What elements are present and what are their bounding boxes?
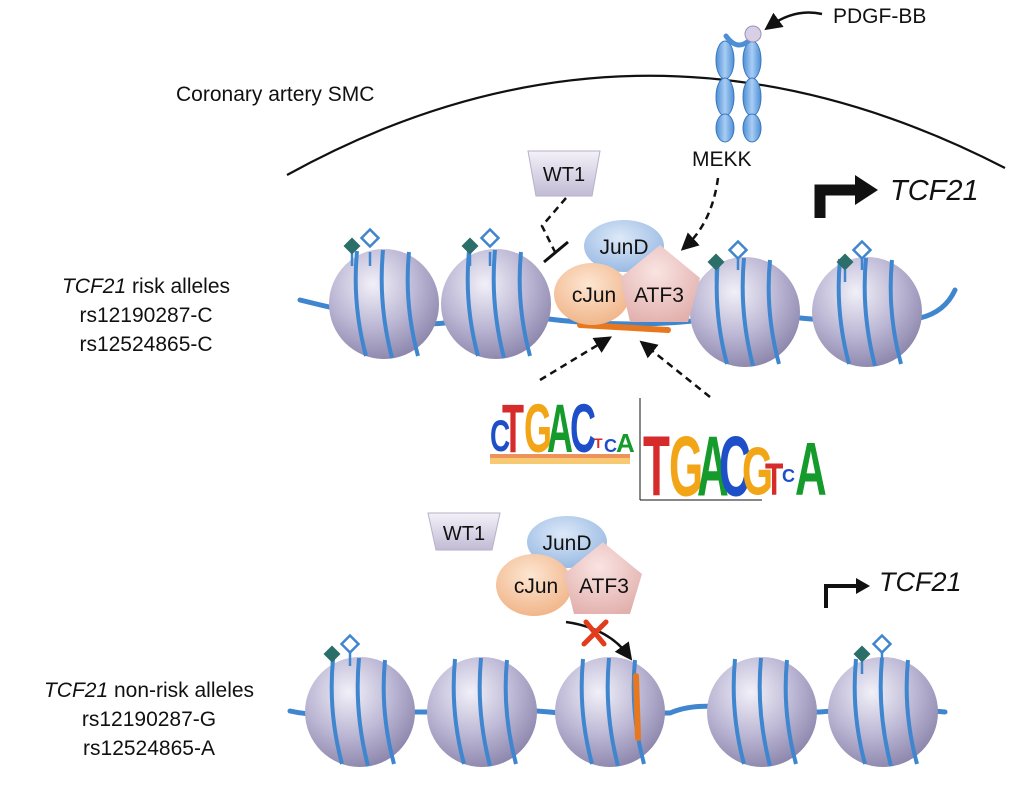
nucleosome-bottom-1 (305, 657, 415, 767)
motif1-letter-1: C (490, 410, 510, 460)
motif2-letter-1: T (643, 419, 670, 515)
ligand-arrow (764, 11, 823, 31)
histone-marks-bottom (323, 633, 893, 674)
risk-allele-labels: TCF21 risk alleles rs12190287-C rs125248… (62, 275, 230, 356)
gene-label-top: TCF21 (890, 175, 979, 207)
blocked-x-icon (581, 619, 609, 647)
motif2-letter-4: C (719, 419, 751, 515)
risk-snp-1: rs12190287-C (79, 304, 212, 327)
motif1-letter-7: C (604, 436, 617, 456)
ligand-label: PDGF-BB (833, 5, 926, 28)
nucleosome-bottom-3 (555, 657, 665, 767)
atf3-top-label: ATF3 (634, 284, 684, 307)
pdgf-receptor (715, 33, 762, 143)
wt1-bottom-label: WT1 (443, 523, 485, 545)
wt1-top-shape (527, 150, 601, 197)
cjun-bottom-label: cJun (514, 575, 558, 598)
promoter-arrow-weak (824, 584, 858, 608)
tf-complex-top: JunD cJun ATF3 (554, 220, 700, 325)
mekk-label: MEKK (692, 148, 752, 171)
motif2-letter-5: G (742, 434, 773, 510)
motif1-letter-2: T (502, 391, 524, 467)
nonrisk-title: TCF21 non-risk alleles (44, 679, 254, 702)
cell-label: Coronary artery SMC (176, 83, 374, 106)
motif2-letter-7: C (782, 466, 795, 486)
binding-site-bottom (633, 673, 641, 741)
blocked-binding-arrow (565, 620, 633, 661)
tf-complex-bottom: JunD cJun ATF3 (496, 516, 642, 616)
binding-site-top (577, 322, 671, 333)
gene-label-bottom: TCF21 (879, 567, 962, 597)
nucleosome-top-4 (812, 257, 922, 367)
promoter-arrow-strong (814, 184, 856, 218)
nucleosome-bottom-5 (828, 657, 938, 767)
motif2-letter-3: A (697, 419, 729, 515)
motif-arrow-right (639, 340, 711, 398)
cell-membrane (286, 74, 1006, 176)
nucleosome-bottom-4 (707, 657, 817, 767)
nucleosome-top-2 (441, 249, 551, 359)
motif2-letter-6: T (765, 455, 783, 506)
ligand-pdgf-bb (744, 25, 762, 43)
motif1-letter-6: T (594, 435, 603, 451)
motif2-letter-2: G (669, 419, 703, 515)
motif-logo-2: T G A C G T C A (639, 398, 827, 515)
promoter-arrow-weak-head (856, 578, 870, 594)
atf3-bottom-label: ATF3 (579, 575, 629, 598)
motif2-letter-8: A (795, 428, 827, 512)
nucleosome-bottom-2 (427, 657, 537, 767)
risk-title: TCF21 risk alleles (62, 275, 230, 298)
jund-bottom-label: JunD (542, 532, 591, 555)
wt1-inhibition-line (540, 197, 567, 253)
motif1-letter-8: A (616, 428, 635, 458)
motif-arrow-left (539, 336, 612, 382)
nonrisk-snp-1: rs12190287-G (82, 708, 216, 731)
risk-snp-2: rs12524865-C (79, 333, 212, 356)
nucleosome-top-3 (690, 257, 800, 367)
motif-logo-1: C T G A C T C A (490, 391, 635, 467)
wt1-top-label: WT1 (543, 164, 585, 186)
wt1-inhibition-bar (543, 240, 569, 264)
nucleosome-top-1 (329, 249, 439, 359)
nonrisk-allele-labels: TCF21 non-risk alleles rs12190287-G rs12… (44, 679, 254, 760)
nonrisk-snp-2: rs12524865-A (83, 737, 215, 760)
mekk-arrow (680, 177, 720, 251)
histone-marks-top (343, 227, 873, 282)
wt1-bottom-shape (427, 512, 501, 551)
promoter-arrow-strong-head (855, 175, 878, 205)
cjun-top-label: cJun (572, 284, 616, 307)
jund-top-label: JunD (599, 236, 648, 259)
